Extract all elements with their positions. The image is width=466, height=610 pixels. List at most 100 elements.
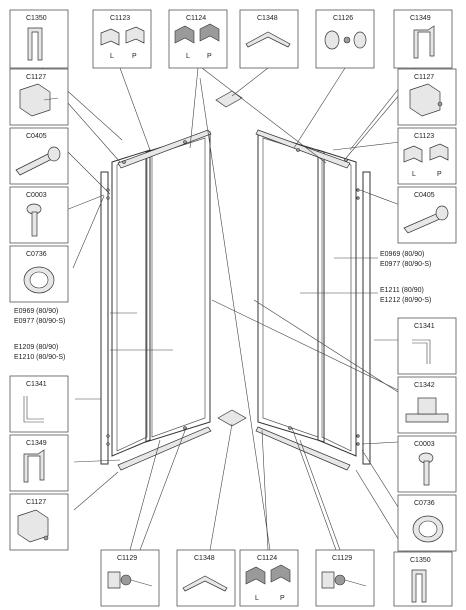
part-code: C0003 [414, 441, 435, 448]
part-box-c1124-top: C1124 L P [168, 9, 228, 69]
wall-profile-icon [27, 27, 43, 61]
right-top-rail [255, 129, 351, 169]
left-mark: L [110, 53, 114, 60]
right-mark: P [207, 53, 212, 60]
part-box-c1350-top: C1350 [9, 9, 69, 69]
part-box-c0405-left: C0405 [9, 127, 69, 185]
left-fixed-panel [111, 149, 151, 457]
shower-enclosure-drawing [100, 90, 371, 471]
roller-icon [321, 571, 335, 589]
part-code: C1123 [414, 133, 434, 140]
part-code: C0736 [414, 500, 435, 507]
runner-right-icon [270, 564, 291, 583]
part-box-c1341-right: C1341 [397, 317, 457, 375]
part-box-c0003-left: C0003 [9, 186, 69, 244]
seal-strip-icon [412, 339, 431, 364]
runner-right-icon [429, 143, 449, 161]
part-code: C1127 [414, 74, 434, 81]
wheel-cover-icon [17, 509, 49, 543]
top-corner-connector [215, 90, 243, 108]
wheel-cover-icon [19, 83, 51, 117]
part-box-c0405-right: C0405 [397, 186, 457, 244]
runner-left-icon [403, 145, 423, 163]
part-box-c1129-bottom-left: C1129 [100, 549, 160, 607]
part-box-c1129-bottom-right: C1129 [315, 549, 375, 607]
part-box-c1348-top: C1348 [239, 9, 299, 69]
part-code: C1342 [414, 382, 435, 389]
part-box-c1124-bottom: C1124 L P [239, 549, 299, 607]
door-glass-label-left-1: E1209 (80/90) [14, 344, 58, 351]
door-glass-label-left-2: E1210 (80/90-S) [14, 354, 65, 361]
left-mark: L [186, 53, 190, 60]
part-box-c1341-left: C1341 [9, 375, 69, 433]
part-box-c1348-bottom: C1348 [176, 549, 236, 607]
part-code: C0736 [26, 251, 47, 258]
part-code: C1123 [110, 15, 130, 22]
part-code: C0405 [414, 192, 435, 199]
left-sliding-door [145, 131, 211, 443]
part-code: C1124 [257, 555, 277, 562]
bottom-seal-icon [405, 413, 449, 423]
part-box-c1350-bottom: C1350 [393, 551, 453, 607]
part-box-c0736-right: C0736 [397, 494, 457, 552]
runner-left-icon [245, 566, 266, 585]
part-code: C0405 [26, 133, 47, 140]
part-code: C0003 [26, 192, 47, 199]
gasket-profile-icon [413, 25, 435, 59]
left-wall-profile [100, 171, 109, 465]
right-fixed-panel [317, 149, 357, 457]
part-box-c1126-top: C1126 [315, 9, 375, 69]
part-code: C1349 [410, 15, 431, 22]
handle-knob-icon [324, 30, 340, 50]
part-code: C1350 [410, 557, 431, 564]
glass-labels: E0969 (80/90) E0977 (80/90-S) E1209 (80/… [14, 251, 431, 361]
part-box-c1349-left: C1349 [9, 434, 69, 492]
right-sliding-door [257, 131, 325, 443]
roller-icon [107, 571, 121, 589]
screw-shaft-icon [31, 211, 38, 237]
part-code: C1129 [332, 555, 352, 562]
part-code: C1349 [26, 440, 47, 447]
door-glass-label-right-1: E1211 (80/90) [380, 287, 424, 294]
part-box-c1127-left: C1127 [9, 68, 69, 126]
part-box-c0736-left: C0736 [9, 245, 69, 303]
right-mark: P [280, 595, 285, 602]
corner-bracket-icon [245, 31, 291, 48]
fixed-glass-label-left-2: E0977 (80/90-S) [14, 318, 65, 325]
part-code: C1348 [194, 555, 215, 562]
corner-bracket-icon [182, 575, 228, 592]
part-box-c1123-top: C1123 L P [92, 9, 152, 69]
seal-strip-icon [23, 396, 44, 423]
part-code: C1127 [26, 74, 46, 81]
left-top-rail [117, 129, 212, 169]
left-mark: L [412, 171, 416, 178]
part-code: C1348 [257, 15, 278, 22]
part-box-c1127-right: C1127 [397, 68, 457, 126]
right-mark: P [132, 53, 137, 60]
part-box-c1342-right: C1342 [397, 376, 457, 434]
handle-cap-icon [353, 31, 367, 49]
part-code: C1341 [414, 323, 435, 330]
runner-right-icon [125, 26, 145, 44]
part-code: C1129 [117, 555, 137, 562]
runner-left-icon [100, 28, 120, 46]
part-code: C1126 [333, 15, 353, 22]
runner-right-icon [199, 23, 220, 42]
part-code: C1341 [26, 381, 47, 388]
part-box-c0003-right: C0003 [397, 435, 457, 493]
part-code: C1350 [26, 15, 47, 22]
door-glass-label-right-2: E1212 (80/90-S) [380, 297, 431, 304]
right-wall-profile [362, 171, 371, 465]
runner-left-icon [174, 25, 195, 44]
bottom-corner-connector [217, 409, 247, 427]
wall-profile-icon [411, 569, 427, 603]
gasket-profile-icon [23, 449, 45, 483]
part-code: C1127 [26, 499, 46, 506]
wheel-cover-icon [409, 83, 441, 117]
right-mark: P [437, 171, 442, 178]
leader-lines [41, 67, 416, 556]
fixed-glass-label-right-1: E0969 (80/90) [380, 251, 424, 258]
part-box-c1123-right: C1123 L P [397, 127, 457, 185]
part-code: C1124 [186, 15, 206, 22]
